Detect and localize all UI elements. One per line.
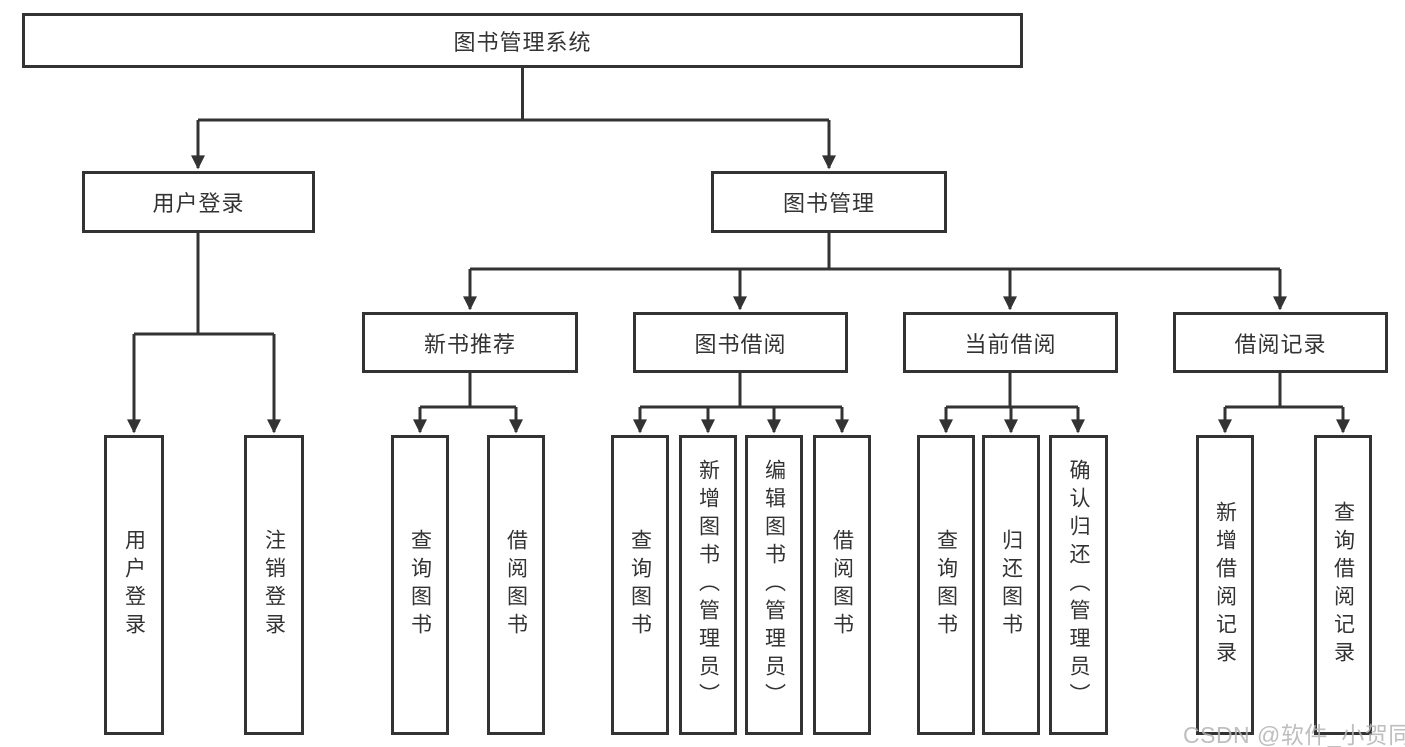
leaf-edit-books-admin: 编辑图书（管理员）	[745, 435, 803, 735]
leaf-label: 查询借阅记录	[1331, 501, 1355, 669]
node-library-management-system: 图书管理系统	[22, 13, 1023, 68]
connector-book-borrow-split	[640, 373, 842, 409]
leaf-label: 借阅图书	[504, 529, 528, 641]
node-new-book-recommend: 新书推荐	[362, 312, 578, 373]
leaf-query-books-current: 查询图书	[917, 435, 975, 735]
leaf-logout: 注销登录	[244, 435, 304, 735]
node-user-login: 用户登录	[82, 171, 315, 233]
leaf-label: 新增借阅记录	[1213, 501, 1237, 669]
leaf-add-borrow-record: 新增借阅记录	[1196, 435, 1254, 735]
leaf-label: 借阅图书	[830, 529, 854, 641]
connector-borrow-records-split	[1225, 373, 1343, 409]
csdn-watermark: CSDN @软件_小贺同学	[1183, 722, 1405, 747]
connector-book-management-split	[470, 233, 1280, 271]
leaf-label: 查询图书	[934, 529, 958, 641]
leaf-label: 归还图书	[999, 529, 1023, 641]
leaf-query-borrow-record: 查询借阅记录	[1314, 435, 1372, 735]
node-book-borrow: 图书借阅	[633, 312, 848, 373]
connector-user-login-split	[134, 233, 274, 336]
leaf-borrow-books-recommend: 借阅图书	[487, 435, 545, 735]
connector-current-borrow-split	[946, 373, 1078, 409]
leaf-query-books-borrow: 查询图书	[611, 435, 669, 735]
leaf-return-books: 归还图书	[982, 435, 1040, 735]
node-current-borrow: 当前借阅	[903, 312, 1118, 373]
node-book-management: 图书管理	[711, 171, 947, 233]
leaf-label: 用户登录	[122, 529, 146, 641]
leaf-label: 查询图书	[408, 529, 432, 641]
leaf-label: 新增图书（管理员）	[696, 459, 720, 711]
leaf-add-books-admin: 新增图书（管理员）	[679, 435, 737, 735]
leaf-query-books-recommend: 查询图书	[391, 435, 449, 735]
leaf-confirm-return-admin: 确认归还（管理员）	[1049, 435, 1108, 735]
leaf-label: 注销登录	[262, 529, 286, 641]
leaf-user-login: 用户登录	[104, 435, 164, 735]
leaf-label: 编辑图书（管理员）	[762, 459, 786, 711]
node-borrow-records: 借阅记录	[1173, 312, 1388, 373]
leaf-label: 确认归还（管理员）	[1067, 459, 1091, 711]
connector-new-book-split	[420, 373, 516, 409]
leaf-label: 查询图书	[628, 529, 652, 641]
connector-root-split	[198, 68, 829, 122]
leaf-borrow-books: 借阅图书	[813, 435, 871, 735]
